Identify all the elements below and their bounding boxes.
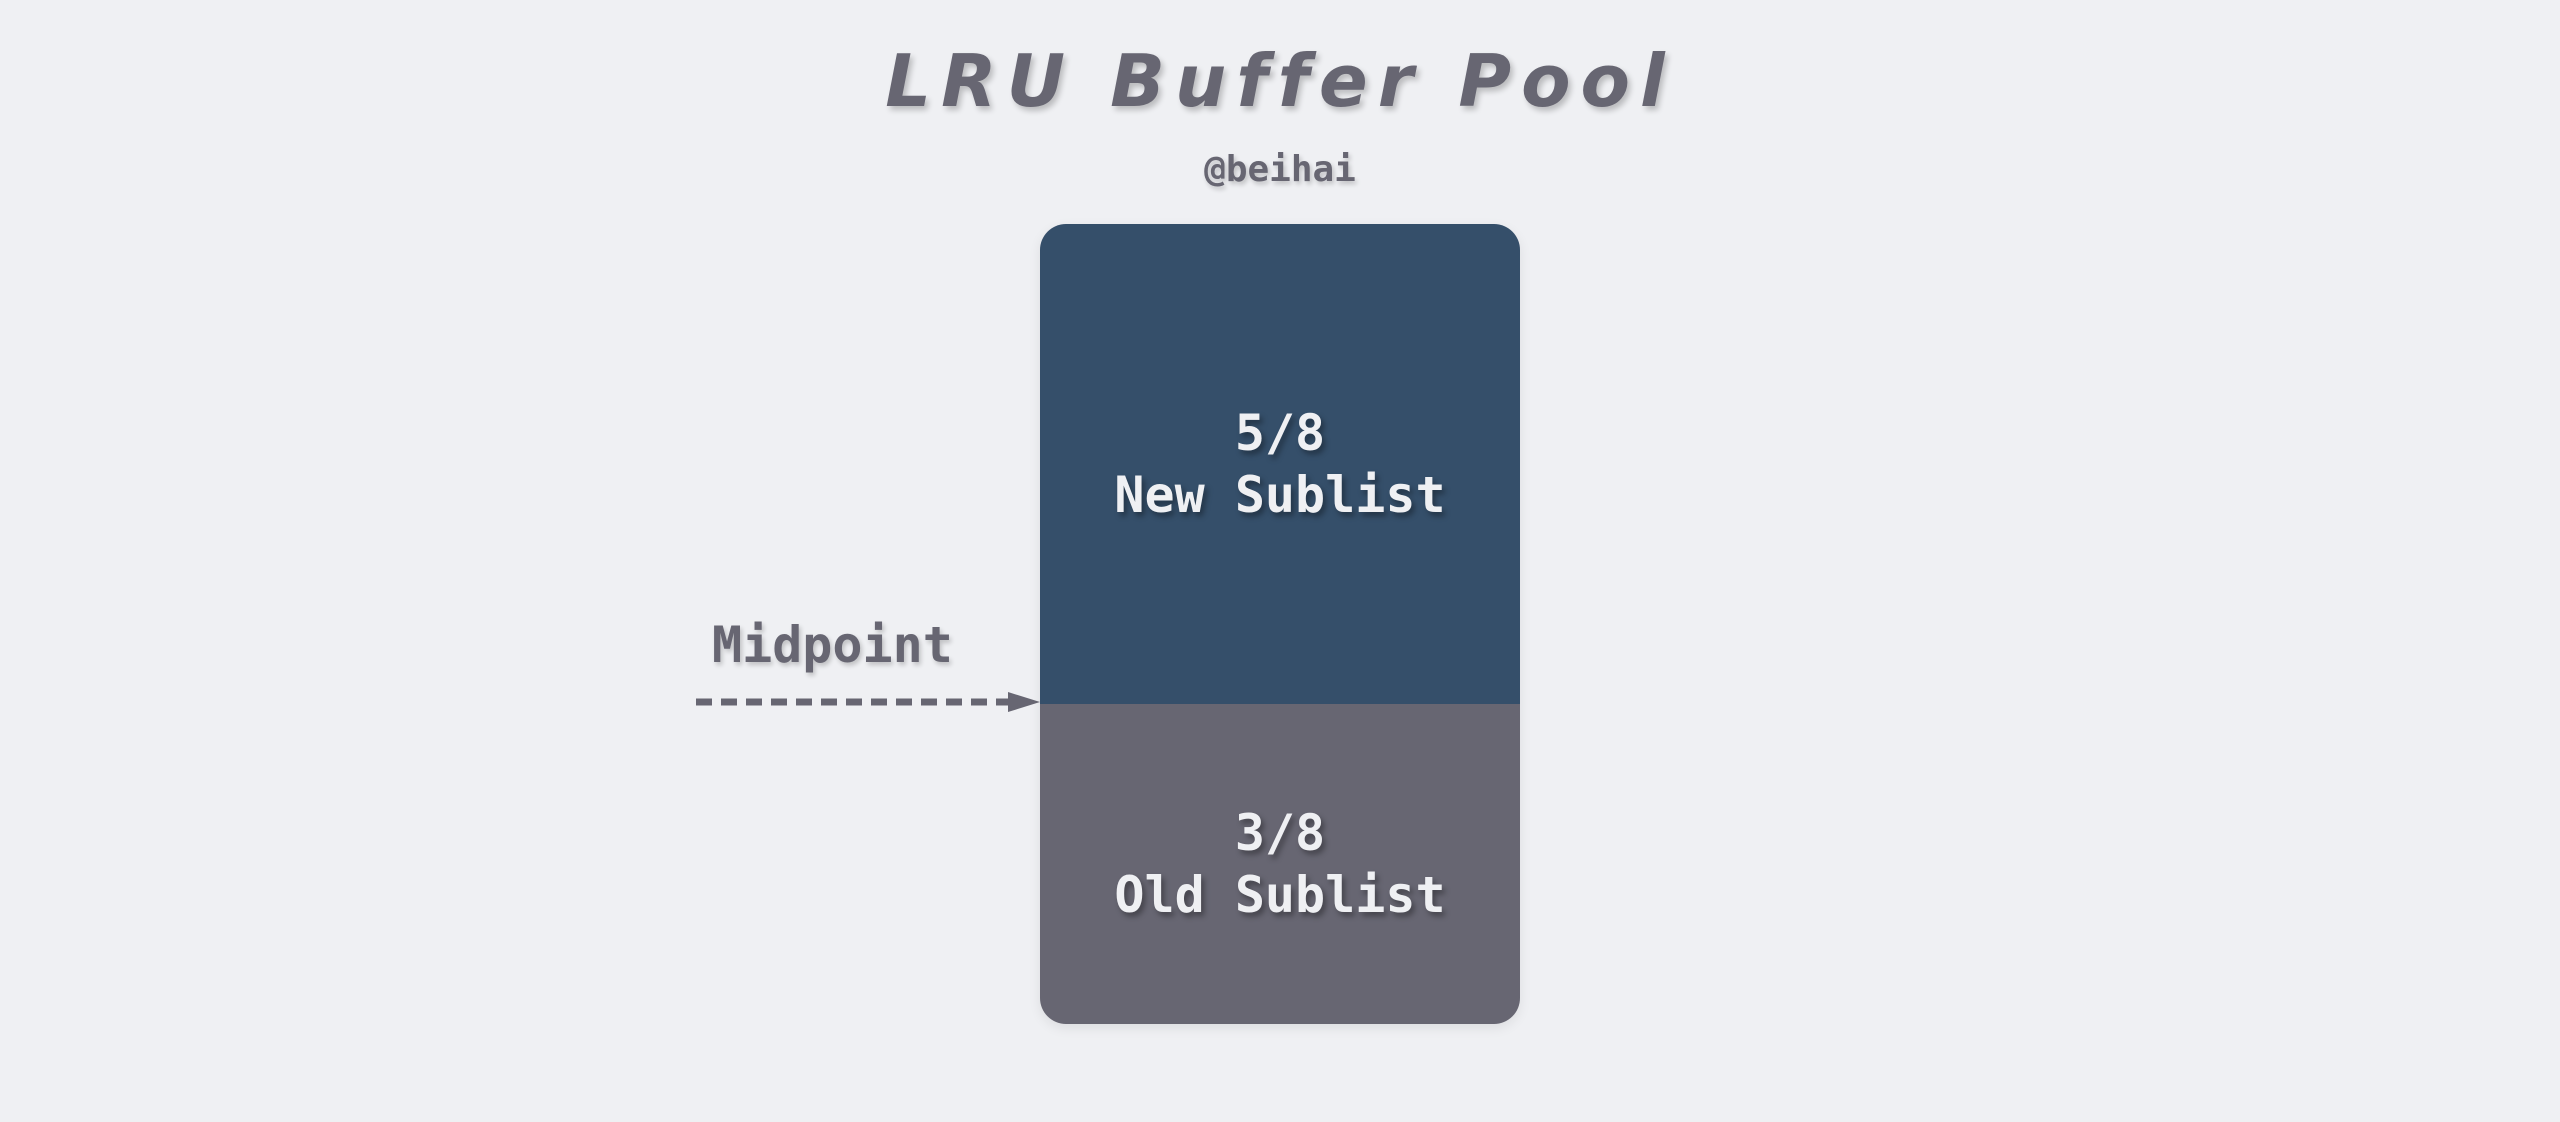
author-handle: @beihai [1204,149,1356,190]
old-sublist-label: Old Sublist [1114,866,1446,924]
midpoint-arrow-head [1008,692,1040,712]
old-sublist-block: 3/8 Old Sublist [1040,704,1520,1024]
midpoint-arrow [696,692,1040,712]
new-sublist-fraction: 5/8 [1234,404,1326,462]
new-sublist-label: New Sublist [1114,466,1446,524]
old-sublist-fraction: 3/8 [1234,804,1326,862]
buffer-pool-block: 5/8 New Sublist 3/8 Old Sublist [1040,224,1520,1024]
diagram-title: LRU Buffer Pool [885,39,1675,123]
new-sublist-block: 5/8 New Sublist [1040,224,1520,704]
midpoint-label: Midpoint [712,616,953,674]
